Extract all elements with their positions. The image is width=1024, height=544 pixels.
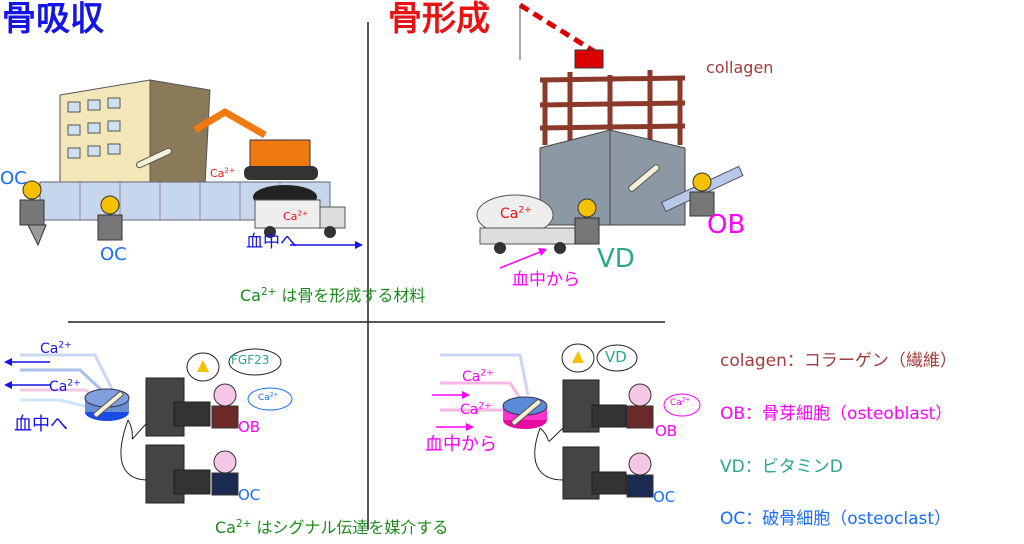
mixer-truck-illustration bbox=[476, 194, 581, 254]
computers-left bbox=[120, 348, 293, 504]
legend-ob: OB：骨芽細胞（osteoblast） bbox=[720, 404, 953, 424]
from-blood-label: 血中から bbox=[512, 270, 580, 290]
demolition-building-illustration bbox=[39, 79, 331, 221]
label-oc: OC bbox=[100, 244, 127, 265]
bone-icon bbox=[628, 164, 660, 192]
label-oc: OC bbox=[0, 168, 27, 189]
bone-icon bbox=[511, 399, 542, 426]
ca-label: Ca2+ bbox=[460, 401, 492, 418]
worker-oc-2 bbox=[97, 195, 123, 241]
label-vd: VD bbox=[597, 244, 635, 274]
speech-bubble bbox=[663, 393, 701, 417]
label-ob: OB bbox=[238, 418, 261, 436]
speech-bubble bbox=[247, 387, 293, 411]
ca-label: Ca2+ bbox=[258, 392, 279, 403]
thought-bubble bbox=[228, 348, 282, 376]
caption-material: Ca2+ は骨を形成する材料 bbox=[240, 285, 426, 305]
legend-collagen: colagen：コラーゲン（繊維） bbox=[720, 351, 957, 371]
worker-oc-1 bbox=[19, 180, 47, 247]
crane-illustration bbox=[518, 2, 604, 69]
excavator-illustration bbox=[193, 107, 318, 180]
to-blood-label: 血中へ bbox=[14, 414, 68, 435]
vd-label: VD bbox=[605, 348, 627, 366]
legend-oc: OC：破骨細胞（osteoclast） bbox=[720, 509, 952, 529]
to-blood-arrow bbox=[290, 241, 363, 249]
caption-signaling: Ca2+ はシグナル伝達を媒介する bbox=[215, 517, 449, 537]
ca-label: Ca2+ bbox=[462, 368, 494, 385]
worker-ob bbox=[574, 172, 715, 245]
from-blood-label: 血中から bbox=[425, 434, 497, 455]
ca-label: Ca2+ bbox=[40, 340, 72, 357]
ca-label: Ca2+ bbox=[670, 397, 691, 408]
collagen-label: collagen bbox=[706, 58, 774, 77]
dump-truck-illustration bbox=[253, 185, 346, 238]
ca-label: Ca2+ bbox=[283, 208, 308, 223]
ca-label: Ca2+ bbox=[49, 378, 81, 395]
fgf23-label: FGF23 bbox=[231, 353, 270, 367]
label-oc: OC bbox=[238, 486, 261, 504]
bone-icon bbox=[135, 147, 173, 169]
bone-icon bbox=[93, 391, 124, 418]
computers-right bbox=[534, 343, 701, 500]
to-blood-label: 血中へ bbox=[246, 232, 297, 252]
ca-label: Ca2+ bbox=[210, 165, 235, 180]
title-bone-formation: 骨形成 bbox=[388, 0, 490, 39]
label-ob: OB bbox=[655, 422, 678, 440]
title-bone-resorption: 骨吸収 bbox=[2, 0, 104, 39]
ca-label: Ca2+ bbox=[500, 205, 532, 222]
database-hub-right bbox=[502, 396, 548, 429]
steel-frame-illustration bbox=[539, 70, 686, 145]
from-blood-arrow bbox=[499, 248, 547, 269]
database-hub-left bbox=[84, 388, 130, 421]
label-oc: OC bbox=[653, 488, 676, 506]
legend-vd: VD：ビタミンD bbox=[720, 457, 843, 477]
label-ob: OB bbox=[707, 210, 746, 240]
thought-bubble bbox=[596, 344, 638, 372]
